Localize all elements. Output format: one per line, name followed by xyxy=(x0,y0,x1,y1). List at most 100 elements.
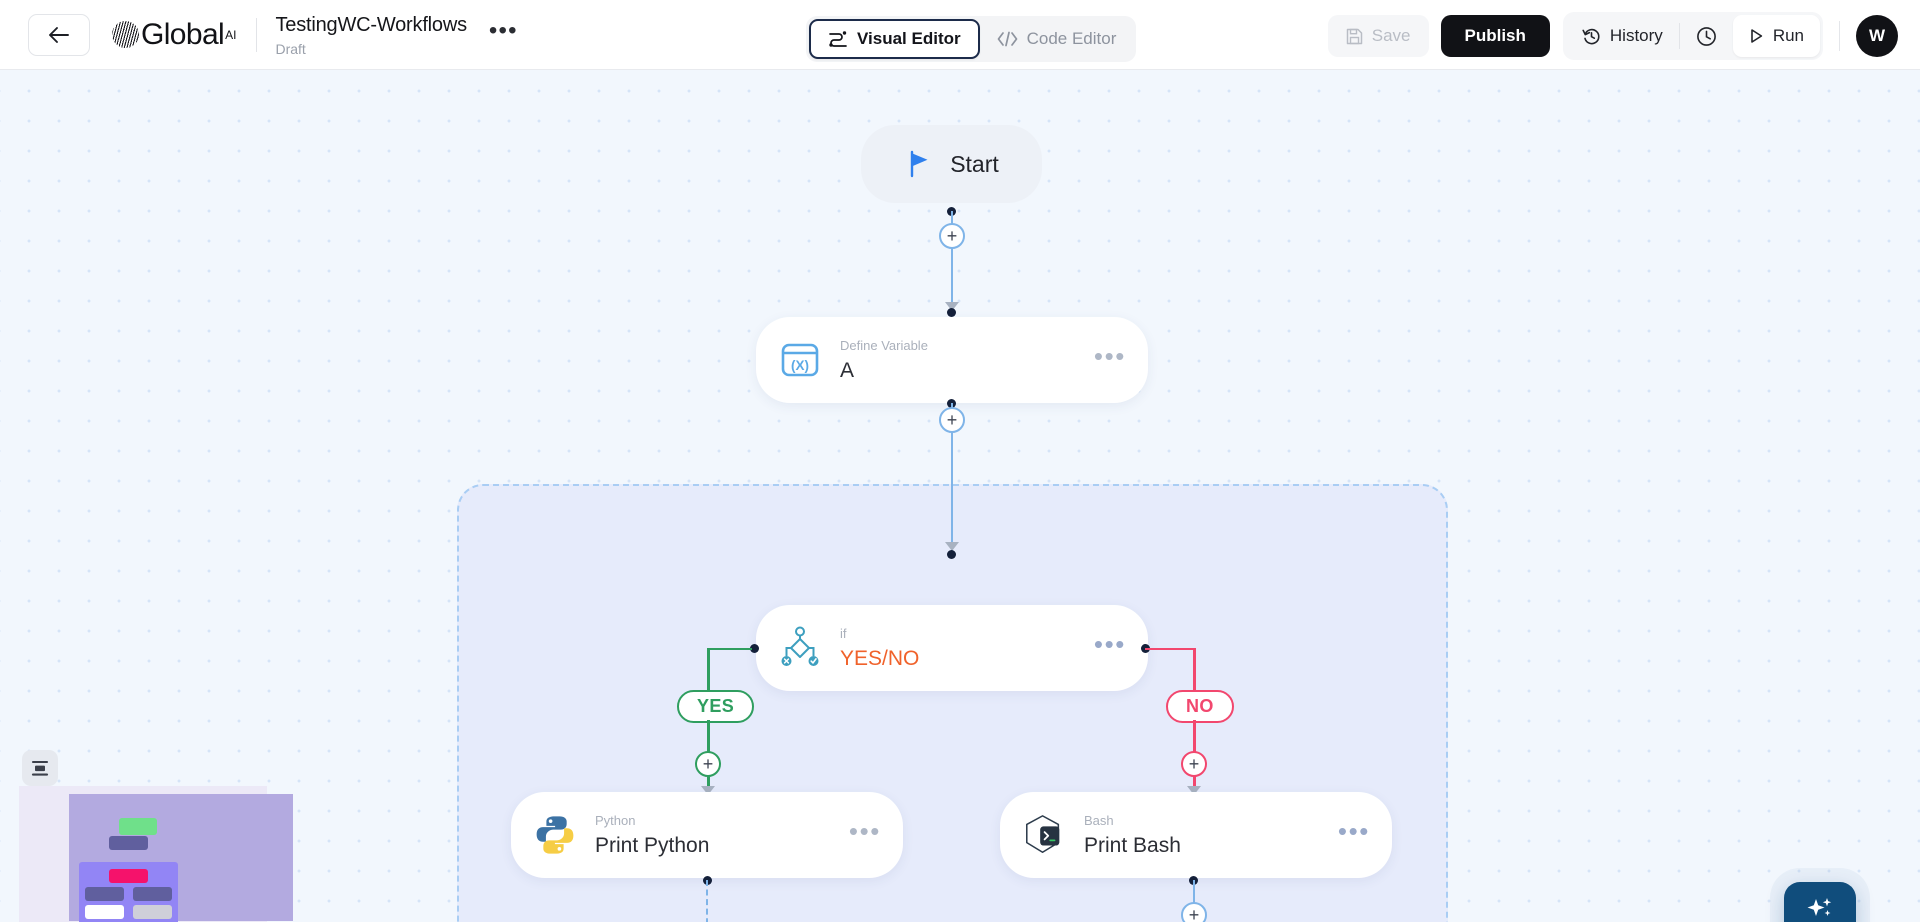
divider xyxy=(256,17,258,52)
edge-python-to-next xyxy=(706,880,708,922)
node-if[interactable]: if YES/NO ••• xyxy=(756,605,1148,691)
edge-if-no-v1 xyxy=(1193,647,1196,698)
add-node-button-2[interactable]: + xyxy=(939,407,965,433)
node-kind-label: Python xyxy=(595,813,636,829)
minimap-node-bash xyxy=(133,887,172,901)
divider xyxy=(1678,23,1680,49)
toolbar-actions: Save Publish History xyxy=(1327,12,1898,60)
page-title: TestingWC-Workflows xyxy=(275,13,467,36)
add-node-button-bash[interactable]: + xyxy=(1181,902,1207,922)
node-define-variable-text: Define Variable A xyxy=(840,337,1094,383)
node-menu-button[interactable]: ••• xyxy=(1093,628,1126,659)
tab-visual-editor-label: Visual Editor xyxy=(857,29,961,48)
add-node-button-yes[interactable]: + xyxy=(695,751,721,777)
bash-terminal-icon xyxy=(1022,813,1066,857)
globant-sphere-icon xyxy=(112,21,139,48)
arrow-left-icon xyxy=(49,26,69,43)
node-start[interactable]: Start xyxy=(861,125,1042,203)
edge-arrow xyxy=(1187,786,1201,795)
flag-icon xyxy=(911,150,928,178)
add-node-button-1[interactable]: + xyxy=(939,223,965,249)
minimap-node-python xyxy=(85,887,124,901)
tab-code-editor[interactable]: Code Editor xyxy=(980,19,1134,59)
history-run-group: History Run xyxy=(1562,12,1823,60)
node-name-label: YES/NO xyxy=(840,646,920,670)
run-button-label: Run xyxy=(1772,26,1804,45)
back-button[interactable] xyxy=(28,13,90,56)
minimap-node-variable xyxy=(109,836,148,850)
document-info: TestingWC-Workflows Draft xyxy=(275,13,467,57)
branch-label-yes[interactable]: YES xyxy=(677,690,755,723)
node-kind-label: if xyxy=(840,626,847,642)
edge-if-yes-h xyxy=(707,647,752,650)
node-bash-text: Bash Print Bash xyxy=(1084,812,1338,858)
port-in-variable[interactable] xyxy=(947,308,956,317)
node-if-text: if YES/NO xyxy=(840,625,1094,671)
node-kind-label: Bash xyxy=(1084,813,1114,829)
history-rotate-icon xyxy=(1582,28,1600,44)
schedule-button[interactable] xyxy=(1680,15,1733,57)
minimap-toggle-button[interactable] xyxy=(22,750,58,786)
minimap-node-start xyxy=(119,818,157,835)
avatar[interactable]: W xyxy=(1856,15,1898,57)
node-kind-label: Define Variable xyxy=(840,338,928,354)
tab-code-editor-label: Code Editor xyxy=(1026,29,1117,48)
variable-x-icon: (X) xyxy=(778,338,822,382)
node-python[interactable]: Python Print Python ••• xyxy=(511,792,903,878)
svg-text:(X): (X) xyxy=(791,358,809,373)
edge-variable-to-if xyxy=(950,403,954,555)
edge-bash-to-next xyxy=(1192,880,1196,922)
document-menu-button[interactable]: ••• xyxy=(488,17,518,45)
history-button-label: History xyxy=(1609,26,1663,45)
workflow-canvas[interactable]: Start + (X) Define Variable A ••• + xyxy=(0,70,1920,922)
node-name-label: A xyxy=(840,358,855,382)
divider xyxy=(1839,21,1840,51)
brand-logo: Global AI xyxy=(112,18,236,52)
node-menu-button[interactable]: ••• xyxy=(848,815,881,846)
publish-button[interactable]: Publish xyxy=(1440,15,1550,57)
minimap[interactable] xyxy=(19,786,293,922)
publish-button-label: Publish xyxy=(1464,26,1526,45)
workflow-icon xyxy=(829,31,847,47)
add-node-button-no[interactable]: + xyxy=(1181,751,1207,777)
node-define-variable[interactable]: (X) Define Variable A ••• xyxy=(756,317,1148,403)
edge-arrow xyxy=(701,786,715,795)
code-brackets-icon xyxy=(997,31,1017,47)
sparkle-icon xyxy=(1807,897,1832,916)
tab-visual-editor[interactable]: Visual Editor xyxy=(809,19,980,59)
save-button[interactable]: Save xyxy=(1327,15,1429,57)
minimap-node-if xyxy=(109,869,148,883)
node-name-label: Print Bash xyxy=(1084,833,1181,857)
node-python-text: Python Print Python xyxy=(595,812,849,858)
edge-if-yes-v1 xyxy=(707,647,710,698)
status-badge: Draft xyxy=(275,40,306,57)
minimap-toggle-icon xyxy=(31,760,49,776)
editor-mode-toggle: Visual Editor Code Editor xyxy=(806,16,1137,62)
ai-assistant-button[interactable]: AI xyxy=(1784,882,1856,922)
edge-arrow xyxy=(945,542,959,551)
edge-if-no-h xyxy=(1145,647,1195,650)
edge-arrow xyxy=(945,302,959,311)
play-triangle-icon xyxy=(1751,29,1763,43)
node-menu-button[interactable]: ••• xyxy=(1093,340,1126,371)
python-logo-icon xyxy=(533,813,577,857)
node-menu-button[interactable]: ••• xyxy=(1337,815,1370,846)
branch-decision-icon xyxy=(778,626,822,670)
minimap-node-6 xyxy=(85,905,124,919)
clock-icon xyxy=(1696,26,1716,46)
node-bash[interactable]: Bash Print Bash ••• xyxy=(1000,792,1392,878)
brand-superscript: AI xyxy=(225,27,237,42)
edge-start-to-variable xyxy=(950,211,954,311)
run-button[interactable]: Run xyxy=(1732,15,1820,57)
history-button[interactable]: History xyxy=(1566,15,1679,57)
minimap-node-7 xyxy=(133,905,172,919)
node-name-label: Print Python xyxy=(595,833,710,857)
save-button-label: Save xyxy=(1371,26,1411,45)
top-toolbar: Global AI TestingWC-Workflows Draft ••• … xyxy=(0,0,1920,70)
brand-name: Global xyxy=(141,17,225,51)
floppy-disk-icon xyxy=(1346,28,1362,44)
port-in-if[interactable] xyxy=(947,550,956,559)
branch-label-no[interactable]: NO xyxy=(1166,690,1234,723)
node-start-label: Start xyxy=(950,150,999,177)
port-out-if-yes[interactable] xyxy=(750,644,759,653)
